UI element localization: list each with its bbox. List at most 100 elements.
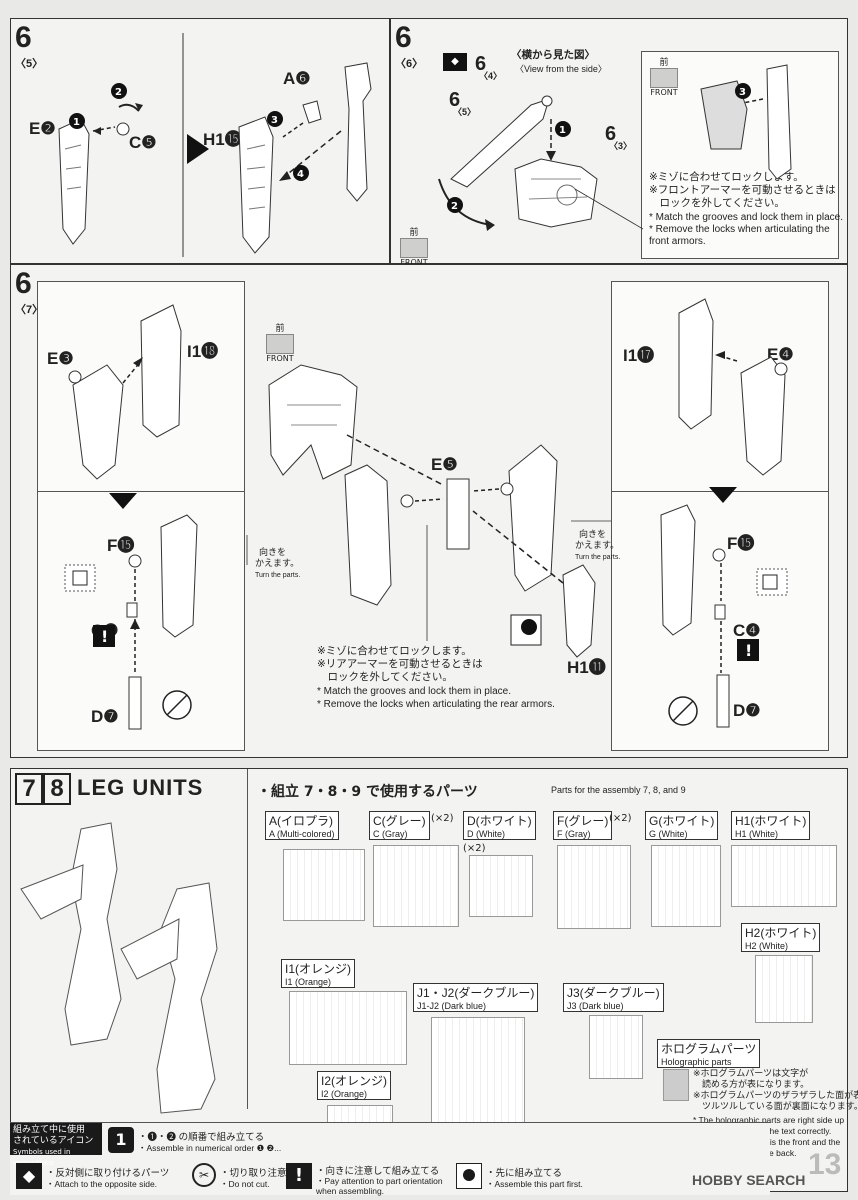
runner-i1-thumb: [289, 991, 407, 1065]
turn-parts-left-1: 向きを: [259, 548, 287, 558]
front-label-en: FRONT: [266, 354, 294, 363]
step-6-5-panel: 6 〈5〉 E❷ C❺ A❻ H1⓯ 1 2 3 4: [10, 18, 390, 264]
front-arrow-icon: [400, 238, 428, 258]
svg-text:1: 1: [73, 117, 80, 128]
leg-step-8-box: 8: [43, 773, 71, 805]
runner-j3-label: J3(ダークブルー)J3 (Dark blue): [563, 983, 664, 1012]
svg-text:1: 1: [559, 125, 566, 136]
holo-note-1: ※ホログラムパーツは文字が: [693, 1069, 809, 1079]
legend-title-1: 組み立て中に使用: [13, 1125, 86, 1135]
view-from-side-label: 〈横から見た図〉: [511, 49, 595, 61]
front-label-jp: 前: [659, 58, 669, 68]
rear-lock-note-1: ※ミゾに合わせてロックします。: [317, 645, 472, 657]
turn-parts-right-2: かえます。: [575, 541, 620, 551]
step-sub-number: 〈5〉: [15, 58, 44, 70]
parts-header: ・組立 7・8・9 で使用するパーツ: [257, 784, 478, 800]
rear-lock-note-en-1: * Match the grooves and lock them in pla…: [317, 686, 511, 697]
lock-note-3: ロックを外してください。: [649, 197, 785, 209]
no-cut-icon: ✂: [192, 1163, 216, 1187]
step-number: 6: [395, 21, 412, 54]
legend-first: ・先に組み立てる: [486, 1168, 563, 1179]
label-e4: E❹: [767, 345, 794, 364]
assemble-first-dot: [463, 1169, 475, 1181]
svg-text:2: 2: [451, 201, 458, 212]
turn-parts-right-en: Turn the parts.: [575, 554, 621, 561]
legend-nocut-en: ・Do not cut.: [220, 1179, 270, 1189]
runner-c-label: C(グレー)C (Gray): [369, 811, 430, 840]
legend-order-en: ・Assemble in numerical order ❶ ❷...: [138, 1143, 282, 1153]
lock-note-en-2: * Remove the locks when articulating the: [649, 224, 830, 235]
watermark: HOBBY SEARCH: [692, 1172, 806, 1188]
legend-opposite-en: ・Attach to the opposite side.: [46, 1179, 158, 1189]
label-e5: E❺: [431, 455, 458, 474]
lock-note-en-1: * Match the grooves and lock them in pla…: [649, 212, 843, 223]
runner-d-qty: (×2): [463, 843, 486, 854]
runner-g-thumb: [651, 845, 721, 927]
ref-step-4: 6: [475, 53, 487, 75]
svg-text:2: 2: [115, 87, 122, 98]
holographic-thumb: [663, 1069, 689, 1101]
step-number: 6: [15, 267, 32, 300]
step-6-5-drawing: 1 2 3 4: [58, 33, 372, 257]
legend-orientation-en: ・Pay attention to part orientation when …: [316, 1176, 443, 1196]
rear-lock-note-en-2: * Remove the locks when articulating the…: [317, 699, 555, 710]
step-sub-number: 〈6〉: [395, 58, 424, 70]
opposite-side-icon: ◆: [443, 53, 467, 71]
runner-f-qty: (×2): [609, 813, 632, 824]
holo-note-en-1: * The holographic parts are right side u…: [693, 1115, 845, 1125]
right-inset: [611, 281, 829, 751]
legend-orientation: ・向きに注意して組み立てる: [316, 1166, 440, 1177]
front-arrow-icon: [266, 334, 294, 354]
runner-h1-thumb: [731, 845, 837, 907]
front-label-jp: 前: [409, 228, 419, 238]
legend-order: ・❶・❷ の順番で組み立てる: [138, 1132, 265, 1143]
runner-d-thumb: [469, 855, 533, 917]
label-h1-15: H1⓯: [203, 130, 242, 149]
front-arrow-icon: [650, 68, 678, 88]
svg-text:3: 3: [739, 87, 746, 98]
runner-c-thumb: [373, 845, 459, 927]
step-6-7-drawing: ! !: [64, 298, 788, 730]
ref-step-3: 6: [605, 123, 617, 145]
parts-header-en: Parts for the assembly 7, 8, and 9: [551, 785, 686, 795]
runner-a-thumb: [283, 849, 365, 921]
inset-divider-left: [37, 491, 245, 492]
lock-note-en-3: front armors.: [649, 236, 706, 247]
runner-j1j2-thumb: [431, 1017, 525, 1137]
ref-step-5: 6: [449, 89, 461, 111]
runner-h2-thumb: [755, 955, 813, 1023]
svg-text:!: !: [101, 627, 108, 646]
front-label-jp: 前: [275, 324, 285, 334]
holo-note-4: ツルツルしている面が裏面になります。: [693, 1102, 858, 1112]
legend-nocut: ・切り取り注意: [220, 1168, 287, 1179]
turn-parts-right-1: 向きを: [579, 530, 607, 540]
runner-a-label: A(イロプラ)A (Multi-colored): [265, 811, 339, 840]
runner-h1-label: H1(ホワイト)H1 (White): [731, 811, 811, 840]
front-label-en: FRONT: [400, 258, 428, 267]
orientation-icon: !: [286, 1163, 312, 1189]
label-i1-17: I1⓱: [623, 346, 655, 365]
runner-c-qty: (×2): [431, 813, 454, 824]
assemble-first-icon: [456, 1163, 482, 1189]
section-title: LEG UNITS: [77, 775, 204, 800]
runner-f-label: F(グレー)F (Gray): [553, 811, 613, 840]
runner-f-thumb: [557, 845, 631, 929]
runner-g-label: G(ホワイト)G (White): [645, 811, 719, 840]
step-6-6-drawing: 1 2 3: [438, 64, 792, 231]
front-indicator: 前 FRONT: [399, 225, 429, 267]
svg-text:3: 3: [271, 115, 278, 126]
runner-i1-label: I1(オレンジ)I1 (Orange): [281, 959, 356, 988]
label-d7-right: D❼: [733, 701, 761, 720]
turn-parts-left-en: Turn the parts.: [255, 572, 301, 579]
label-i1-18: I1⓲: [187, 342, 219, 361]
label-e3: E❸: [47, 349, 74, 368]
front-label-en: FRONT: [650, 88, 678, 97]
opposite-side-legend-icon: ◆: [16, 1163, 42, 1189]
label-d7-left: D❼: [91, 707, 119, 726]
holo-note-3: ※ホログラムパーツのザラザラした面が表面、: [693, 1091, 858, 1101]
runner-j1j2-label: J1・J2(ダークブルー)J1-J2 (Dark blue): [413, 983, 539, 1012]
label-c5: C❺: [129, 133, 157, 152]
label-e2: E❷: [29, 119, 56, 138]
holo-note-2: 読める方が表になります。: [693, 1080, 810, 1090]
